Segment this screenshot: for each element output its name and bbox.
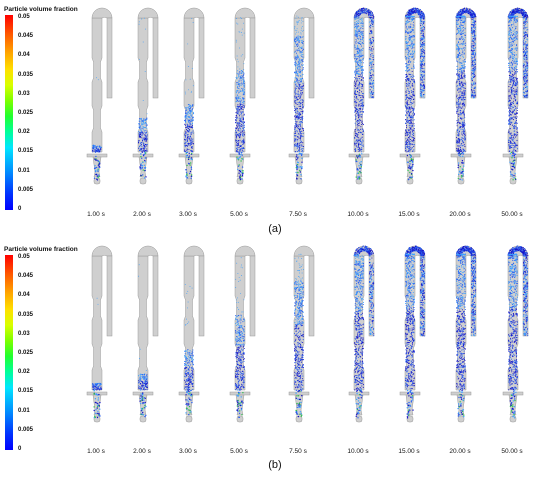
riser-simulation — [86, 240, 136, 452]
time-label: 20.00 s — [449, 211, 471, 218]
time-label: 10.00 s — [347, 211, 369, 218]
colorbar-tick: 0.03 — [18, 90, 30, 97]
riser-simulation — [229, 240, 279, 452]
colorbar-tick: 0 — [18, 446, 22, 452]
colorbar-tick: 0.02 — [18, 369, 30, 376]
time-label: 7.50 s — [289, 211, 307, 218]
colorbar-tick: 0.005 — [18, 426, 34, 433]
riser-simulation — [502, 240, 550, 452]
colorbar-tick: 0.025 — [18, 110, 34, 116]
colorbar-tick: 0.025 — [18, 350, 34, 356]
riser-simulation — [178, 2, 228, 214]
colorbar-tick: 0.035 — [18, 311, 34, 318]
colorbar-tick: 0.01 — [18, 407, 30, 414]
time-label: 15.00 s — [398, 211, 420, 218]
riser-simulation — [502, 2, 550, 214]
time-label: 50.00 s — [501, 211, 523, 218]
time-label: 1.00 s — [87, 448, 105, 455]
colorbar-tick: 0 — [18, 206, 22, 212]
panel-label-b: (b) — [268, 459, 282, 471]
colorbar-tick: 0.01 — [18, 167, 30, 174]
colorbar-title: Particle volume fraction — [4, 6, 78, 13]
time-label: 5.00 s — [230, 448, 248, 455]
time-label: 10.00 s — [347, 448, 369, 455]
colorbar-title: Particle volume fraction — [4, 246, 78, 253]
riser-simulation — [348, 240, 398, 452]
riser-simulation — [450, 2, 500, 214]
riser-simulation — [288, 2, 338, 214]
colorbar-tick: 0.015 — [18, 388, 34, 395]
riser-simulation — [132, 240, 182, 452]
riser-simulation — [399, 240, 449, 452]
colorbar-tick: 0.04 — [18, 52, 30, 59]
riser-simulation — [132, 2, 182, 214]
colorbar-tick: 0.015 — [18, 148, 34, 155]
riser-simulation — [399, 2, 449, 214]
colorbar-tick: 0.005 — [18, 186, 34, 193]
time-label: 3.00 s — [179, 211, 197, 218]
colorbar-tick: 0.045 — [18, 273, 34, 280]
colorbar-gradient — [5, 255, 13, 450]
panel-label-a: (a) — [268, 223, 282, 235]
time-label: 2.00 s — [133, 448, 151, 455]
riser-simulation — [178, 240, 228, 452]
colorbar-tick: 0.035 — [18, 71, 34, 78]
panel-b: Particle volume fraction 0.05 0.045 0.04 0.… — [0, 240, 550, 477]
colorbar-tick: 0.05 — [18, 14, 30, 20]
colorbar-tick: 0.03 — [18, 330, 30, 337]
panel-a: Particle volume fraction 0.05 0.045 0.04 0.… — [0, 0, 550, 238]
riser-simulation — [288, 240, 338, 452]
time-label: 3.00 s — [179, 448, 197, 455]
time-label: 15.00 s — [398, 448, 420, 455]
riser-simulation — [229, 2, 279, 214]
time-label: 1.00 s — [87, 211, 105, 218]
colorbar-tick: 0.05 — [18, 254, 30, 260]
colorbar-tick: 0.02 — [18, 129, 30, 136]
riser-simulation — [450, 240, 500, 452]
time-label: 50.00 s — [501, 448, 523, 455]
colorbar-tick: 0.04 — [18, 292, 30, 299]
colorbar-gradient — [5, 15, 13, 210]
time-label: 20.00 s — [449, 448, 471, 455]
time-label: 2.00 s — [133, 211, 151, 218]
time-label: 5.00 s — [230, 211, 248, 218]
time-label: 7.50 s — [289, 448, 307, 455]
riser-simulation — [86, 2, 136, 214]
riser-simulation — [348, 2, 398, 214]
colorbar-tick: 0.045 — [18, 33, 34, 40]
